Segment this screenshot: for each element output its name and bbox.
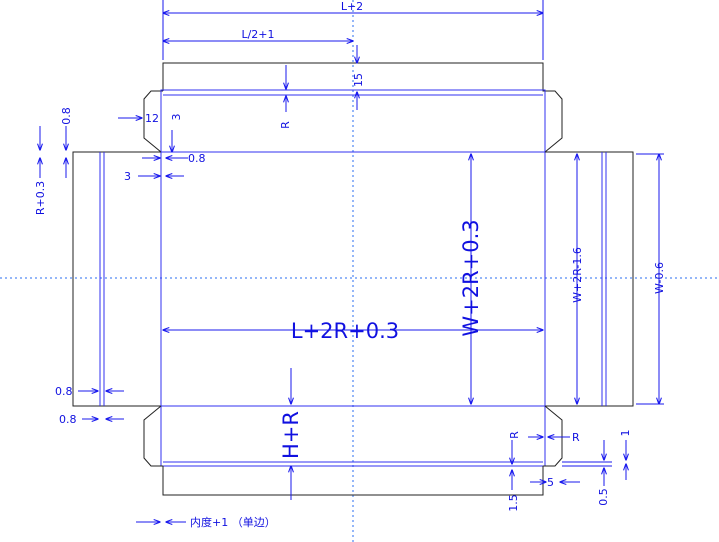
top-flap-outline — [162, 62, 563, 153]
label-main-width: W+2R+0.3 — [459, 219, 483, 336]
label-height: H+R — [279, 411, 303, 459]
label-main-length: L+2R+0.3 — [291, 319, 399, 343]
left-side-flap — [72, 151, 161, 407]
label-top-total: L+2 — [341, 0, 363, 13]
label-r-plus: R+0.3 — [34, 181, 47, 215]
bottom-right-corner — [543, 405, 563, 467]
label-5: 5 — [547, 476, 554, 489]
label-w-2r: W+2R-1.6 — [571, 247, 584, 303]
label-inner-note: 内度+1 （单边） — [190, 515, 276, 529]
label-05: 0.5 — [597, 488, 610, 506]
label-08-small: 0.8 — [188, 152, 206, 165]
label-r-bottom-v: R — [508, 431, 521, 439]
label-r-top: R — [279, 121, 292, 129]
label-r-bottom-h: R — [572, 431, 580, 444]
label-left-bottom-08a: 0.8 — [55, 385, 73, 398]
label-top-half: L/2+1 — [241, 28, 274, 41]
label-1: 1 — [619, 430, 632, 437]
top-left-corner-outline — [143, 90, 163, 153]
label-12: 12 — [145, 112, 159, 125]
right-side-flap — [545, 151, 634, 407]
label-flap-15: 15 — [352, 73, 365, 87]
label-left-bottom-08b: 0.8 — [59, 413, 77, 426]
bottom-panel — [160, 405, 546, 467]
label-w-06: W-0.6 — [653, 262, 666, 294]
label-left-08: 0.8 — [60, 107, 73, 125]
label-15: 1.5 — [507, 494, 520, 512]
label-3v: 3 — [170, 114, 183, 121]
bottom-left-corner — [143, 405, 163, 467]
label-3h: 3 — [124, 170, 131, 183]
